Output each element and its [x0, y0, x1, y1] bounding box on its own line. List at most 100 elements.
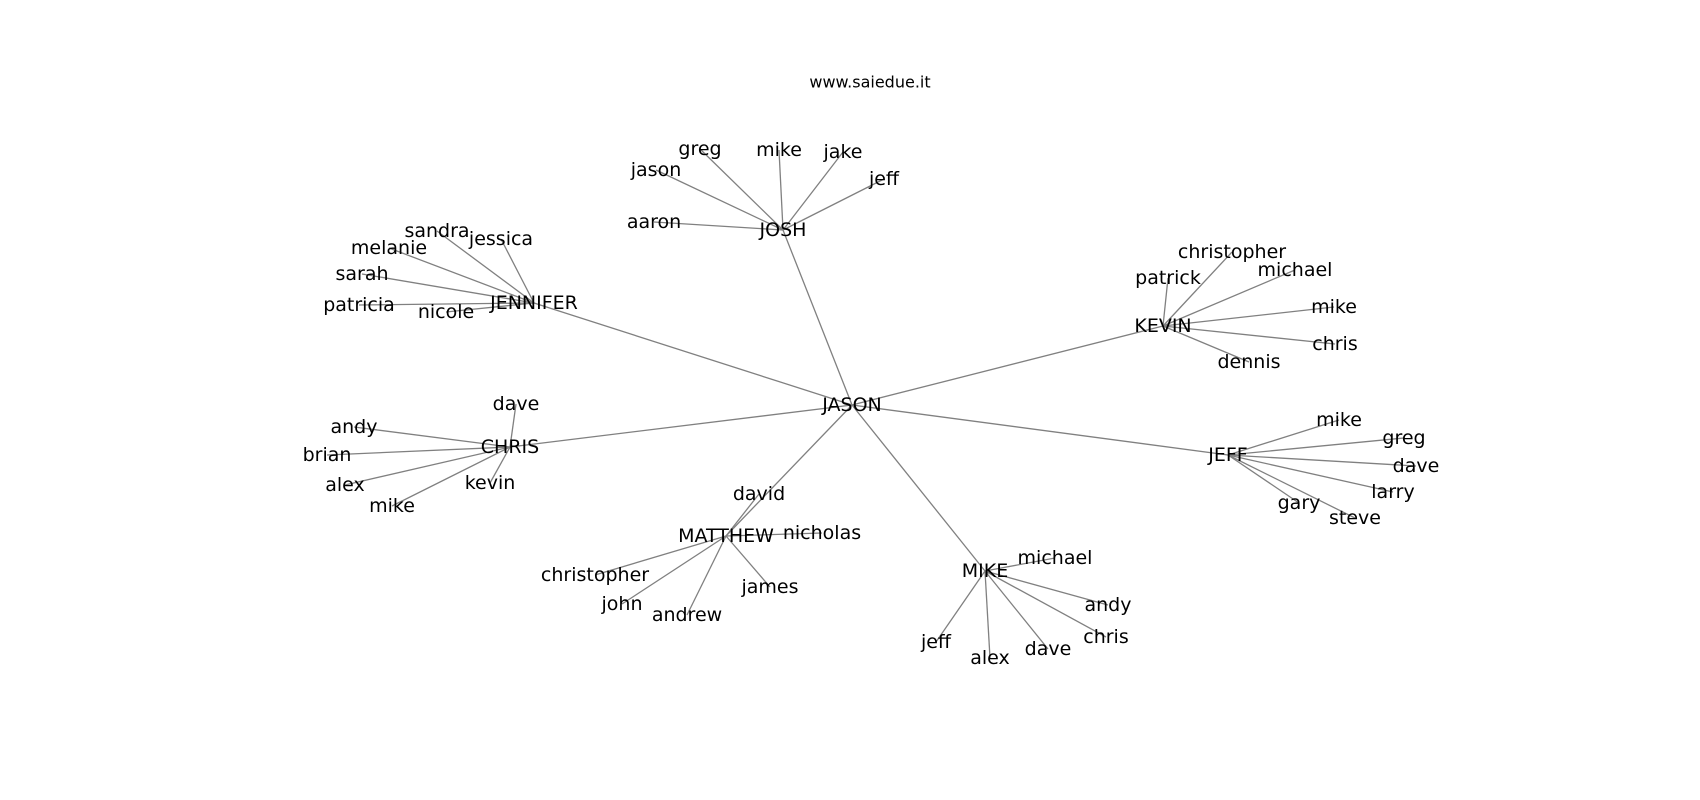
edge-hub-to-leaf [699, 148, 784, 231]
edge-hub-to-leaf [361, 273, 535, 304]
leaf-node-label: jeff [920, 631, 952, 653]
hub-node-label: JEFF [1207, 444, 1247, 466]
edge-hub-to-leaf [388, 247, 535, 304]
edge-hub-to-leaf [1162, 251, 1233, 327]
edge-hub-to-leaf [326, 446, 511, 456]
edge-root-to-hub [533, 302, 853, 406]
leaf-node-label: mike [1311, 296, 1357, 318]
leaf-node-label: steve [1329, 507, 1381, 529]
edge-hub-to-leaf [1162, 325, 1336, 345]
leaf-node-label: michael [1018, 547, 1093, 569]
leaf-node-label: mike [756, 139, 802, 161]
hub-node-label: MATTHEW [678, 525, 774, 547]
leaf-node-label: michael [1258, 259, 1333, 281]
leaf-node-label: andrew [652, 604, 722, 626]
label-layer: JASON greg mike jake jason jeff aaron JOSH sandr… [303, 138, 1440, 669]
edge-hub-to-leaf [984, 570, 1049, 650]
leaf-node-label: andy [1085, 594, 1132, 616]
edge-hub-to-leaf [353, 426, 511, 448]
hub-node-label: MIKE [962, 560, 1008, 582]
leaf-node-label: alex [325, 474, 365, 496]
edge-hub-to-leaf [725, 535, 771, 588]
edge-hub-to-leaf [1227, 437, 1405, 456]
leaf-node-label: andy [331, 416, 378, 438]
leaf-node-label: alex [970, 647, 1010, 669]
edge-hub-to-leaf [1227, 419, 1340, 456]
edge-hub-to-leaf [391, 446, 511, 507]
edge-layer [326, 148, 1417, 659]
leaf-node-label: patricia [323, 294, 395, 316]
hub-node-label: JENNIFER [489, 292, 578, 314]
edge-root-to-hub [725, 404, 853, 537]
leaf-node-label: greg [1382, 427, 1425, 449]
edge-hub-to-leaf [1162, 269, 1296, 327]
leaf-node-label: jake [823, 141, 863, 163]
leaf-node-label: nicole [418, 301, 474, 323]
edge-hub-to-leaf [500, 238, 535, 304]
hub-node-label: KEVIN [1134, 315, 1191, 337]
root-node-label: JASON [821, 394, 882, 416]
edge-hub-to-leaf [1227, 454, 1394, 493]
leaf-node-label: jeff [868, 168, 900, 190]
leaf-node-label: dave [493, 393, 540, 415]
edge-root-to-hub [509, 404, 853, 448]
edge-hub-to-leaf [935, 570, 986, 643]
edge-hub-to-leaf [1162, 325, 1250, 363]
edge-hub-to-leaf [984, 557, 1056, 572]
leaf-node-label: jessica [468, 228, 533, 250]
leaf-node-label: dennis [1217, 351, 1280, 373]
hub-node-label: JOSH [759, 219, 807, 241]
edge-hub-to-leaf [778, 149, 784, 231]
leaf-node-label: greg [678, 138, 721, 160]
leaf-node-label: christopher [541, 564, 649, 586]
edge-hub-to-leaf [1227, 454, 1417, 467]
edge-hub-to-leaf [1162, 277, 1169, 327]
leaf-node-label: david [733, 483, 785, 505]
edge-hub-to-leaf [445, 302, 535, 313]
edge-hub-to-leaf [509, 403, 517, 448]
edge-hub-to-leaf [655, 169, 784, 231]
edge-hub-to-leaf [782, 178, 885, 231]
edge-root-to-hub [851, 325, 1164, 406]
leaf-node-label: sandra [404, 220, 469, 242]
leaf-node-label: dave [1025, 638, 1072, 660]
edge-root-to-hub [851, 404, 986, 572]
leaf-node-label: melanie [351, 237, 427, 259]
edge-root-to-hub [851, 404, 1229, 456]
edge-hub-to-leaf [725, 493, 760, 537]
edge-hub-to-leaf [489, 446, 511, 484]
leaf-node-label: dave [1393, 455, 1440, 477]
edge-root-to-hub [782, 229, 853, 406]
leaf-node-label: aaron [627, 211, 681, 233]
leaf-node-label: mike [369, 495, 415, 517]
edge-hub-to-leaf [436, 230, 535, 304]
edge-hub-to-leaf [621, 535, 727, 605]
edge-hub-to-leaf [725, 532, 823, 537]
edge-hub-to-leaf [358, 302, 535, 306]
edge-hub-to-leaf [1227, 454, 1300, 504]
edge-hub-to-leaf [984, 570, 991, 659]
edge-hub-to-leaf [344, 446, 511, 486]
edge-hub-to-leaf [782, 151, 844, 231]
leaf-node-label: patrick [1135, 267, 1201, 289]
leaf-node-label: larry [1371, 481, 1414, 503]
edge-hub-to-leaf [984, 570, 1109, 606]
diagram-title: www.saiedue.it [809, 73, 930, 92]
leaf-node-label: chris [1312, 333, 1357, 355]
leaf-node-label: gary [1278, 492, 1321, 514]
edge-hub-to-leaf [984, 570, 1107, 638]
edge-hub-to-leaf [1227, 454, 1356, 519]
leaf-node-label: chris [1083, 626, 1128, 648]
edge-hub-to-leaf [653, 221, 784, 231]
leaf-node-label: james [740, 576, 798, 598]
leaf-node-label: john [601, 593, 643, 615]
hub-node-label: CHRIS [481, 436, 539, 458]
leaf-node-label: kevin [465, 472, 516, 494]
edge-hub-to-leaf [594, 535, 727, 576]
leaf-node-label: jason [630, 159, 682, 181]
leaf-node-label: brian [303, 444, 352, 466]
edge-hub-to-leaf [1162, 306, 1335, 327]
leaf-node-label: christopher [1178, 241, 1286, 263]
